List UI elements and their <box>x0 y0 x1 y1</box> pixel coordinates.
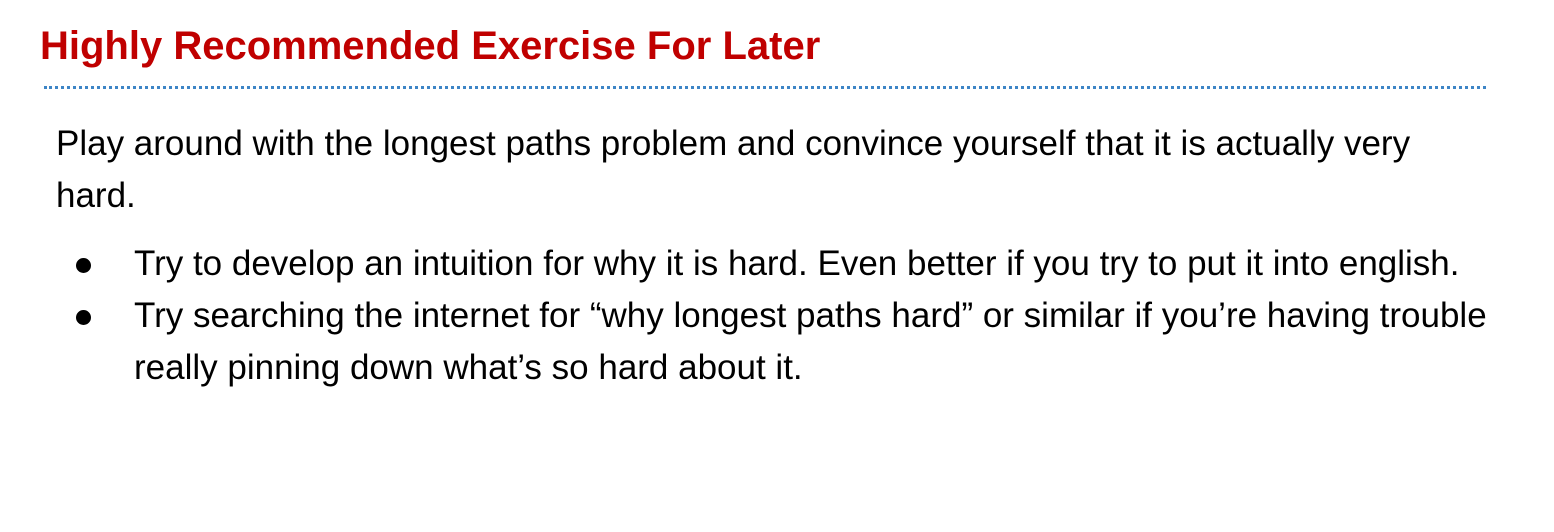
bullet-icon <box>76 258 91 273</box>
slide-title: Highly Recommended Exercise For Later <box>40 24 821 68</box>
bullet-text: Try searching the internet for “why long… <box>134 296 1487 387</box>
slide-body: Play around with the longest paths probl… <box>56 118 1496 394</box>
bullet-list: Try to develop an intuition for why it i… <box>56 238 1496 394</box>
bullet-item: Try to develop an intuition for why it i… <box>56 238 1496 290</box>
intro-paragraph: Play around with the longest paths probl… <box>56 124 1411 215</box>
bullet-text: Try to develop an intuition for why it i… <box>134 244 1460 283</box>
bullet-icon <box>76 310 91 325</box>
bullet-item: Try searching the internet for “why long… <box>56 290 1496 394</box>
title-divider <box>44 86 1486 89</box>
